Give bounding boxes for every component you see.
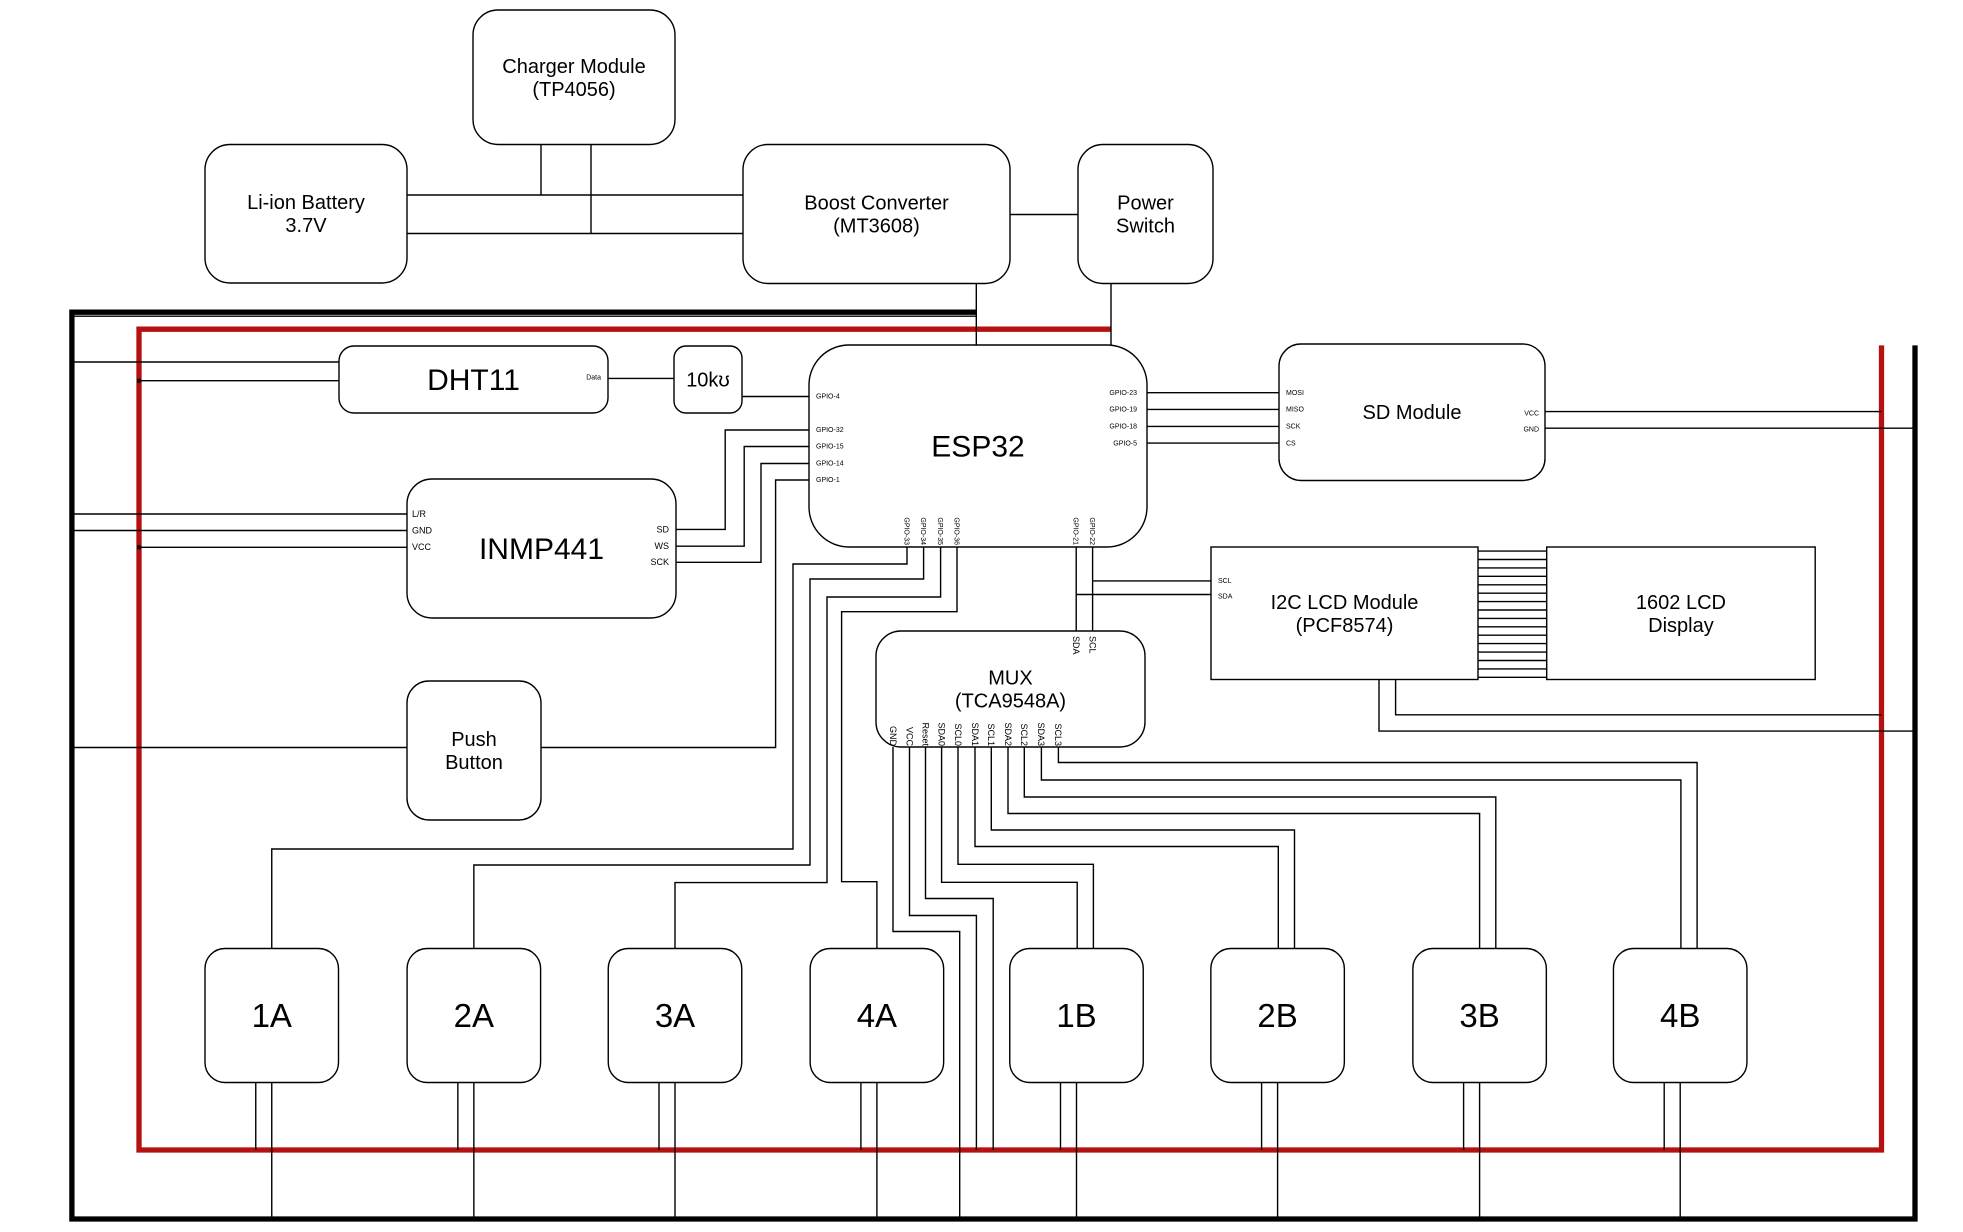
svg-text:2B: 2B	[1257, 997, 1297, 1034]
svg-text:SCL2: SCL2	[1019, 723, 1029, 746]
svg-text:SDA3: SDA3	[1036, 722, 1046, 746]
svg-text:L/R: L/R	[412, 509, 427, 519]
svg-text:3A: 3A	[655, 997, 695, 1034]
svg-text:MOSI: MOSI	[1286, 390, 1304, 397]
svg-text:GPIO-22: GPIO-22	[1088, 517, 1095, 545]
svg-text:GPIO-34: GPIO-34	[919, 517, 926, 545]
svg-text:Li-ion Battery: Li-ion Battery	[247, 192, 365, 214]
svg-text:SDA1: SDA1	[970, 722, 980, 746]
svg-text:I2C LCD Module: I2C LCD Module	[1271, 592, 1419, 614]
svg-text:GPIO-18: GPIO-18	[1109, 424, 1137, 431]
svg-text:3B: 3B	[1459, 997, 1499, 1034]
svg-text:WS: WS	[655, 541, 670, 551]
svg-text:CS: CS	[1286, 440, 1296, 447]
svg-text:10kʊ: 10kʊ	[686, 370, 730, 392]
svg-text:1B: 1B	[1056, 997, 1096, 1034]
svg-text:Push: Push	[451, 729, 497, 751]
svg-text:MISO: MISO	[1286, 407, 1304, 414]
svg-text:GPIO-15: GPIO-15	[816, 444, 844, 451]
svg-text:GPIO-35: GPIO-35	[936, 517, 943, 545]
svg-text:VCC: VCC	[412, 542, 432, 552]
svg-text:SCK: SCK	[650, 557, 669, 567]
svg-text:VCC: VCC	[1524, 411, 1539, 418]
svg-text:SDA0: SDA0	[936, 722, 946, 746]
svg-text:Display: Display	[1648, 615, 1714, 637]
svg-text:ESP32: ESP32	[931, 431, 1024, 464]
svg-text:GPIO-1: GPIO-1	[816, 477, 840, 484]
svg-text:SCL0: SCL0	[953, 723, 963, 746]
svg-text:Button: Button	[445, 752, 503, 774]
svg-text:INMP441: INMP441	[479, 533, 604, 566]
svg-text:Boost Converter: Boost Converter	[804, 193, 949, 215]
svg-text:SCK: SCK	[1286, 424, 1301, 431]
svg-text:GPIO-5: GPIO-5	[1113, 440, 1137, 447]
svg-text:4A: 4A	[857, 997, 897, 1034]
svg-text:(TP4056): (TP4056)	[532, 79, 615, 101]
svg-text:SCL3: SCL3	[1053, 723, 1063, 746]
svg-text:GND: GND	[412, 525, 433, 535]
svg-text:SD Module: SD Module	[1363, 402, 1462, 424]
svg-text:Reset: Reset	[920, 722, 930, 746]
svg-text:4B: 4B	[1660, 997, 1700, 1034]
svg-text:VCC: VCC	[904, 727, 914, 747]
svg-text:GPIO-23: GPIO-23	[1109, 390, 1137, 397]
svg-text:GND: GND	[888, 726, 898, 747]
svg-text:GPIO-33: GPIO-33	[903, 517, 910, 545]
svg-text:SDA: SDA	[1218, 594, 1233, 601]
svg-text:(TCA9548A): (TCA9548A)	[955, 691, 1066, 713]
svg-text:SDA: SDA	[1071, 636, 1081, 655]
svg-text:GND: GND	[1523, 427, 1539, 434]
svg-text:SCL: SCL	[1087, 636, 1097, 654]
svg-text:3.7V: 3.7V	[285, 215, 327, 237]
svg-text:Charger Module: Charger Module	[502, 56, 645, 78]
svg-text:GPIO-4: GPIO-4	[816, 394, 840, 401]
svg-text:GPIO-32: GPIO-32	[816, 427, 844, 434]
svg-text:MUX: MUX	[988, 668, 1032, 690]
svg-text:GPIO-19: GPIO-19	[1109, 407, 1137, 414]
svg-text:(MT3608): (MT3608)	[833, 216, 920, 238]
svg-text:(PCF8574): (PCF8574)	[1296, 615, 1394, 637]
svg-text:DHT11: DHT11	[427, 364, 520, 397]
svg-text:SCL1: SCL1	[986, 723, 996, 746]
svg-text:GPIO-36: GPIO-36	[953, 517, 960, 545]
svg-text:SD: SD	[656, 524, 669, 534]
svg-text:GPIO-14: GPIO-14	[816, 461, 844, 468]
svg-text:GPIO-21: GPIO-21	[1072, 517, 1079, 545]
svg-text:1A: 1A	[252, 997, 292, 1034]
svg-text:1602 LCD: 1602 LCD	[1636, 592, 1726, 614]
svg-text:Power: Power	[1117, 193, 1174, 215]
svg-text:Data: Data	[586, 375, 601, 382]
svg-text:SCL: SCL	[1218, 578, 1232, 585]
svg-text:2A: 2A	[454, 997, 494, 1034]
svg-text:Switch: Switch	[1116, 216, 1175, 238]
svg-text:SDA2: SDA2	[1003, 722, 1013, 746]
